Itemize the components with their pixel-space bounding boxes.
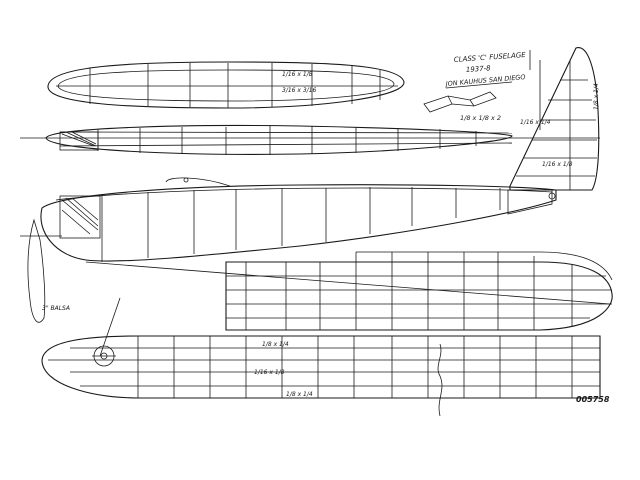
lower-note-3: 1/8 x 1/4 <box>286 391 313 398</box>
drawing-number: 005758 <box>576 395 610 404</box>
wing-right-panel <box>225 251 613 331</box>
stabilizer-panel <box>47 61 405 109</box>
wing-left-panel <box>41 335 601 417</box>
tail-note: 1/16 x 1/8 <box>542 161 573 168</box>
section-detail-sketch <box>423 91 497 113</box>
title-line-1: CLASS 'C' FUSELAGE <box>454 51 527 64</box>
prop-label: 3" BALSA <box>42 305 70 312</box>
spar-size-note: 3/16 x 3/16 <box>282 87 316 94</box>
fuselage-top-view <box>20 124 600 155</box>
tail-upper-note: 1/8 x 1/4 <box>593 83 600 110</box>
lower-note-1: 1/8 x 1/4 <box>262 341 289 348</box>
fin-rudder <box>509 47 600 191</box>
tail-strip-note: 1/16 x 1/4 <box>520 119 551 126</box>
lower-note-2: 1/16 x 1/8 <box>254 369 285 376</box>
section-dims-note: 1/8 x 1/8 x 2 <box>460 114 501 122</box>
strip-top-note: 1/16 x 1/8 <box>282 71 313 78</box>
fuselage-side-view <box>20 177 557 262</box>
title-line-2: 1937-8 <box>466 64 492 74</box>
designer-credit: JON KAUHUS SAN DIEGO <box>443 73 525 88</box>
